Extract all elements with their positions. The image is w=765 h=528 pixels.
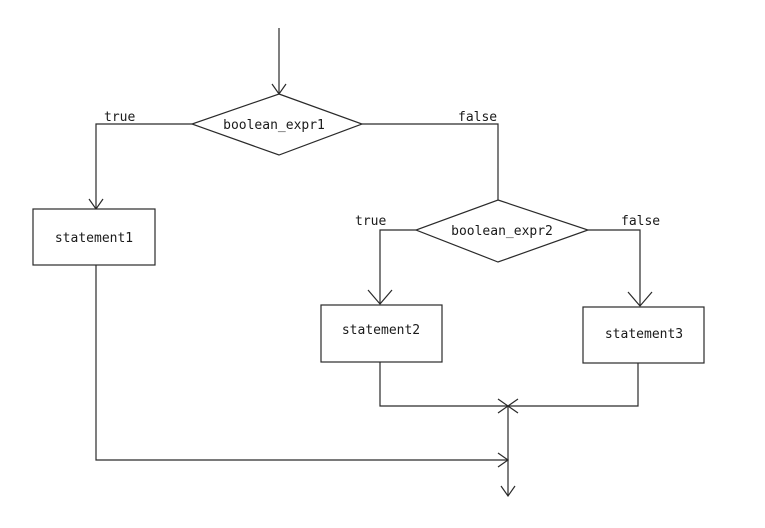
decision-label-2: boolean_expr2	[451, 224, 553, 239]
statement-label-1: statement1	[55, 231, 133, 246]
exit-arrowhead	[500, 485, 516, 498]
merge-line-statement1	[95, 265, 508, 461]
decision-node-2	[414, 199, 590, 263]
decision-node-1	[190, 93, 364, 156]
edge-d1-true	[95, 123, 192, 209]
edge-d2-true-arrowhead	[367, 289, 393, 305]
edge-label-d1-false: false	[458, 110, 497, 125]
merge-line-statement2	[379, 362, 508, 407]
statement-node-1	[32, 208, 156, 266]
edge-label-d1-true: true	[104, 110, 135, 125]
edge-d2-true	[379, 229, 416, 304]
edge-d2-false-arrowhead	[627, 291, 653, 307]
statement-label-2: statement2	[342, 323, 420, 338]
merge-line-statement3	[508, 363, 639, 407]
edge-d1-false	[362, 123, 499, 200]
edge-label-d2-true: true	[355, 214, 386, 229]
edge-label-d2-false: false	[621, 214, 660, 229]
statement-node-2	[320, 304, 443, 363]
statement-node-3	[582, 306, 705, 364]
edge-d2-false	[588, 229, 641, 306]
statement-label-3: statement3	[605, 327, 683, 342]
decision-label-1: boolean_expr1	[223, 118, 325, 133]
